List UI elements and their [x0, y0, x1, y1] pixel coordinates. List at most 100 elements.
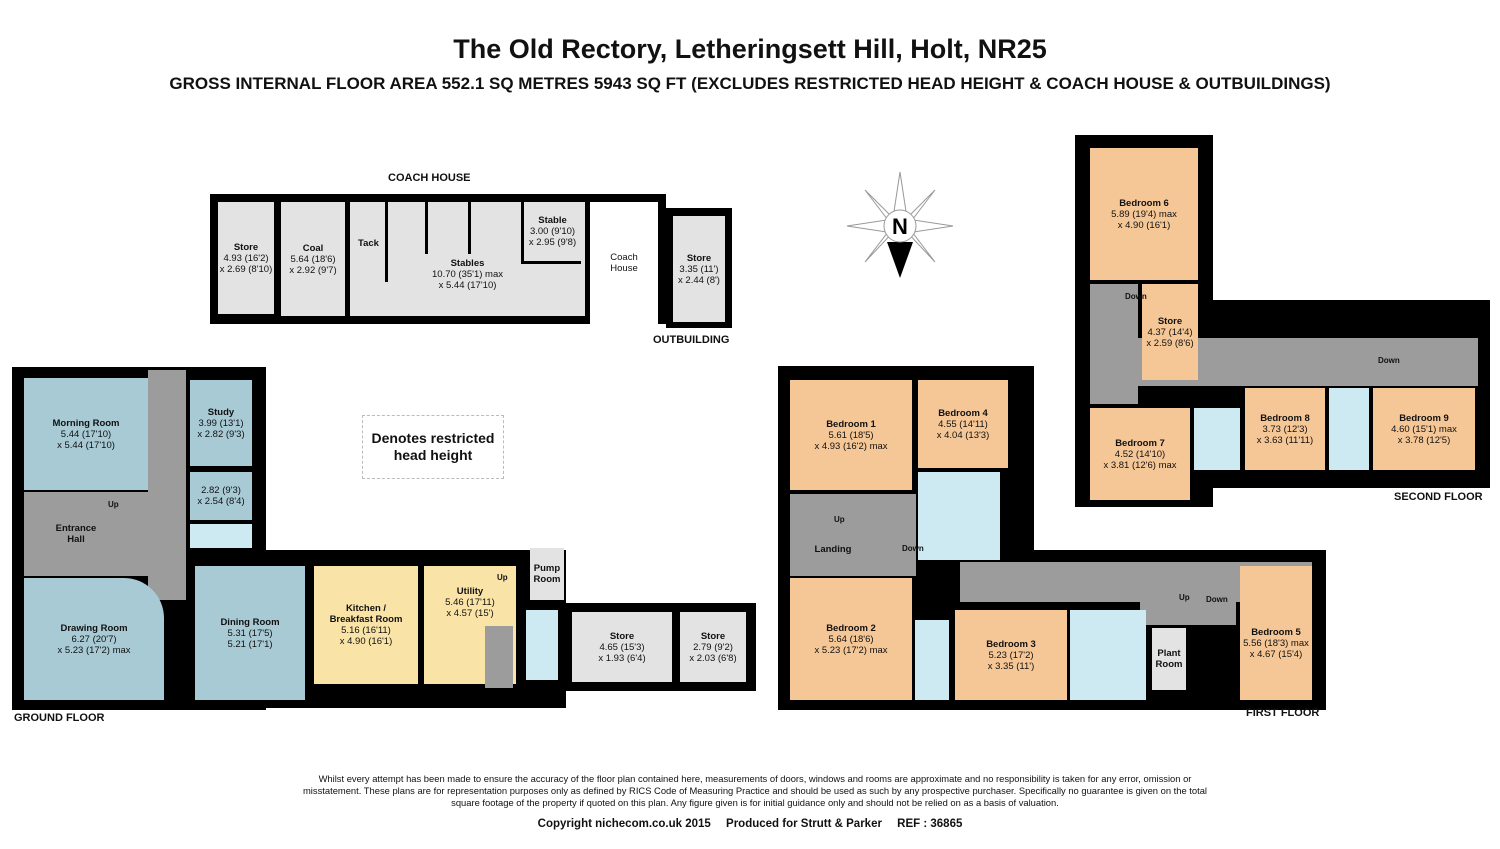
room-label-text: x 2.03 (6'8): [689, 652, 737, 664]
room-label-text: x 4.04 (13'3): [936, 429, 990, 441]
room-label-text: x 1.93 (6'4): [598, 652, 646, 664]
room-label-text: x 4.90 (16'1): [1117, 219, 1171, 231]
disclaimer: Whilst every attempt has been made to en…: [303, 773, 1207, 808]
room-label-text: x 3.81 (12'6) max: [1103, 459, 1177, 471]
room-label-text: Bedroom 1: [826, 418, 876, 430]
room-label-text: Breakfast Room: [329, 614, 403, 625]
copyright: Copyright nichecom.co.uk 2015: [537, 818, 711, 830]
room-bathroom-2: [1070, 610, 1146, 700]
stairs-down-label-2: Down: [1206, 595, 1228, 604]
room-label-text: 5.61 (18'5): [828, 429, 874, 441]
first-floor-label: FIRST FLOOR: [1246, 707, 1320, 719]
room-wc: [526, 610, 558, 680]
coach-house-label: COACH HOUSE: [388, 172, 471, 184]
room-label-text: x 5.44 (17'10): [57, 439, 115, 451]
room-cloakroom-wc: [190, 524, 252, 548]
stairs-up-label-2: Up: [1179, 593, 1190, 602]
stairs-down-label-2: Down: [1378, 356, 1400, 365]
room-label-text: x 2.44 (8'): [678, 274, 720, 286]
room-label-text: Store: [686, 252, 712, 264]
room-label-text: x 4.57 (15'): [446, 608, 494, 619]
hall-corridor: [148, 370, 186, 600]
produced-for: Produced for Strutt & Parker: [726, 818, 882, 830]
room-label-text: x 2.92 (9'7): [289, 264, 337, 276]
room-label-text: House: [610, 263, 638, 274]
room-label-text: 3.73 (12'3): [1262, 423, 1308, 435]
room-label-text: Bedroom 7: [1115, 437, 1165, 449]
ground-floor-label: GROUND FLOOR: [14, 712, 105, 724]
room-label-text: x 2.69 (8'10): [219, 263, 273, 275]
room-label-text: x 5.23 (17'2) max: [814, 644, 888, 656]
room-label-text: 5.23 (17'2): [988, 649, 1034, 661]
second-floor-corridor: [1090, 284, 1138, 404]
room-label-text: Store: [700, 630, 726, 642]
room-label-text: Bedroom 2: [826, 622, 876, 634]
room-label-text: x 3.63 (11'11): [1256, 434, 1314, 446]
stairs-down-label: Down: [1125, 292, 1147, 301]
room-label-text: Pump: [533, 563, 561, 574]
rear-lobby: [485, 626, 513, 688]
room-label-text: Stables: [450, 257, 485, 269]
stairs-down-label: Down: [902, 544, 924, 553]
compass-icon: N: [846, 171, 954, 278]
copyright-line: Copyright nichecom.co.uk 2015 Produced f…: [0, 818, 1500, 830]
room-label-text: Tack: [358, 238, 379, 249]
room-label-text: Dining Room: [220, 616, 280, 628]
room-label-text: 6.27 (20'7): [71, 633, 117, 645]
room-label-text: Utility: [456, 586, 484, 597]
room-label-text: x 2.82 (9'3): [197, 428, 245, 440]
utility-stairs-up-label: Up: [497, 573, 508, 582]
room-label-text: Bedroom 4: [938, 407, 988, 419]
restricted-head-height-legend: Denotes restricted head height: [362, 415, 504, 479]
room-label-text: 4.55 (14'11): [938, 418, 988, 430]
room-label-text: 10.70 (35'1) max: [432, 268, 503, 280]
room-label-text: 5.46 (17'11): [445, 597, 495, 608]
room-label-text: Bedroom 8: [1260, 412, 1310, 424]
room-tack: Tack: [352, 202, 388, 282]
floor-area-subtitle: GROSS INTERNAL FLOOR AREA 552.1 SQ METRE…: [169, 74, 1331, 93]
room-small-reception: 2.82 (9'3)x 2.54 (8'4): [190, 472, 252, 520]
room-shower-room: [915, 620, 949, 700]
room-label-text: Store: [609, 630, 635, 642]
room-label-text: Morning Room: [52, 417, 120, 429]
room-label-text: x 2.95 (9'8): [528, 237, 577, 248]
room-label-text: 3.00 (9'10): [529, 226, 576, 237]
room-label-text: x 2.54 (8'4): [197, 496, 245, 507]
stairs-up-label: Up: [108, 500, 119, 509]
room-label-text: 5.44 (17'10): [60, 428, 112, 440]
legend-text-line1: Denotes restricted: [371, 430, 495, 446]
room-label-text: 5.64 (18'6): [828, 633, 874, 645]
first-floor-corridor: [1140, 600, 1236, 625]
room-label-text: Bedroom 9: [1399, 412, 1449, 424]
room-label-text: x 4.67 (15'4): [1249, 648, 1303, 660]
room-label-text: 4.60 (15'1) max: [1391, 423, 1457, 435]
room-label-text: 5.64 (18'6): [290, 253, 336, 265]
room-bathroom: [918, 472, 1000, 560]
room-label-text: 5.89 (19'4) max: [1111, 208, 1177, 220]
room-landing: Landing: [790, 494, 916, 576]
room-label-text: x 4.90 (16'1): [339, 636, 393, 647]
room-label-text: Hall: [67, 534, 85, 545]
room-label-text: 4.93 (16'2): [223, 252, 269, 264]
room-label-text: 4.65 (15'3): [599, 641, 645, 653]
room-label-text: 5.21 (17'1): [227, 638, 273, 650]
room-label-text: x 3.78 (12'5): [1397, 434, 1451, 446]
